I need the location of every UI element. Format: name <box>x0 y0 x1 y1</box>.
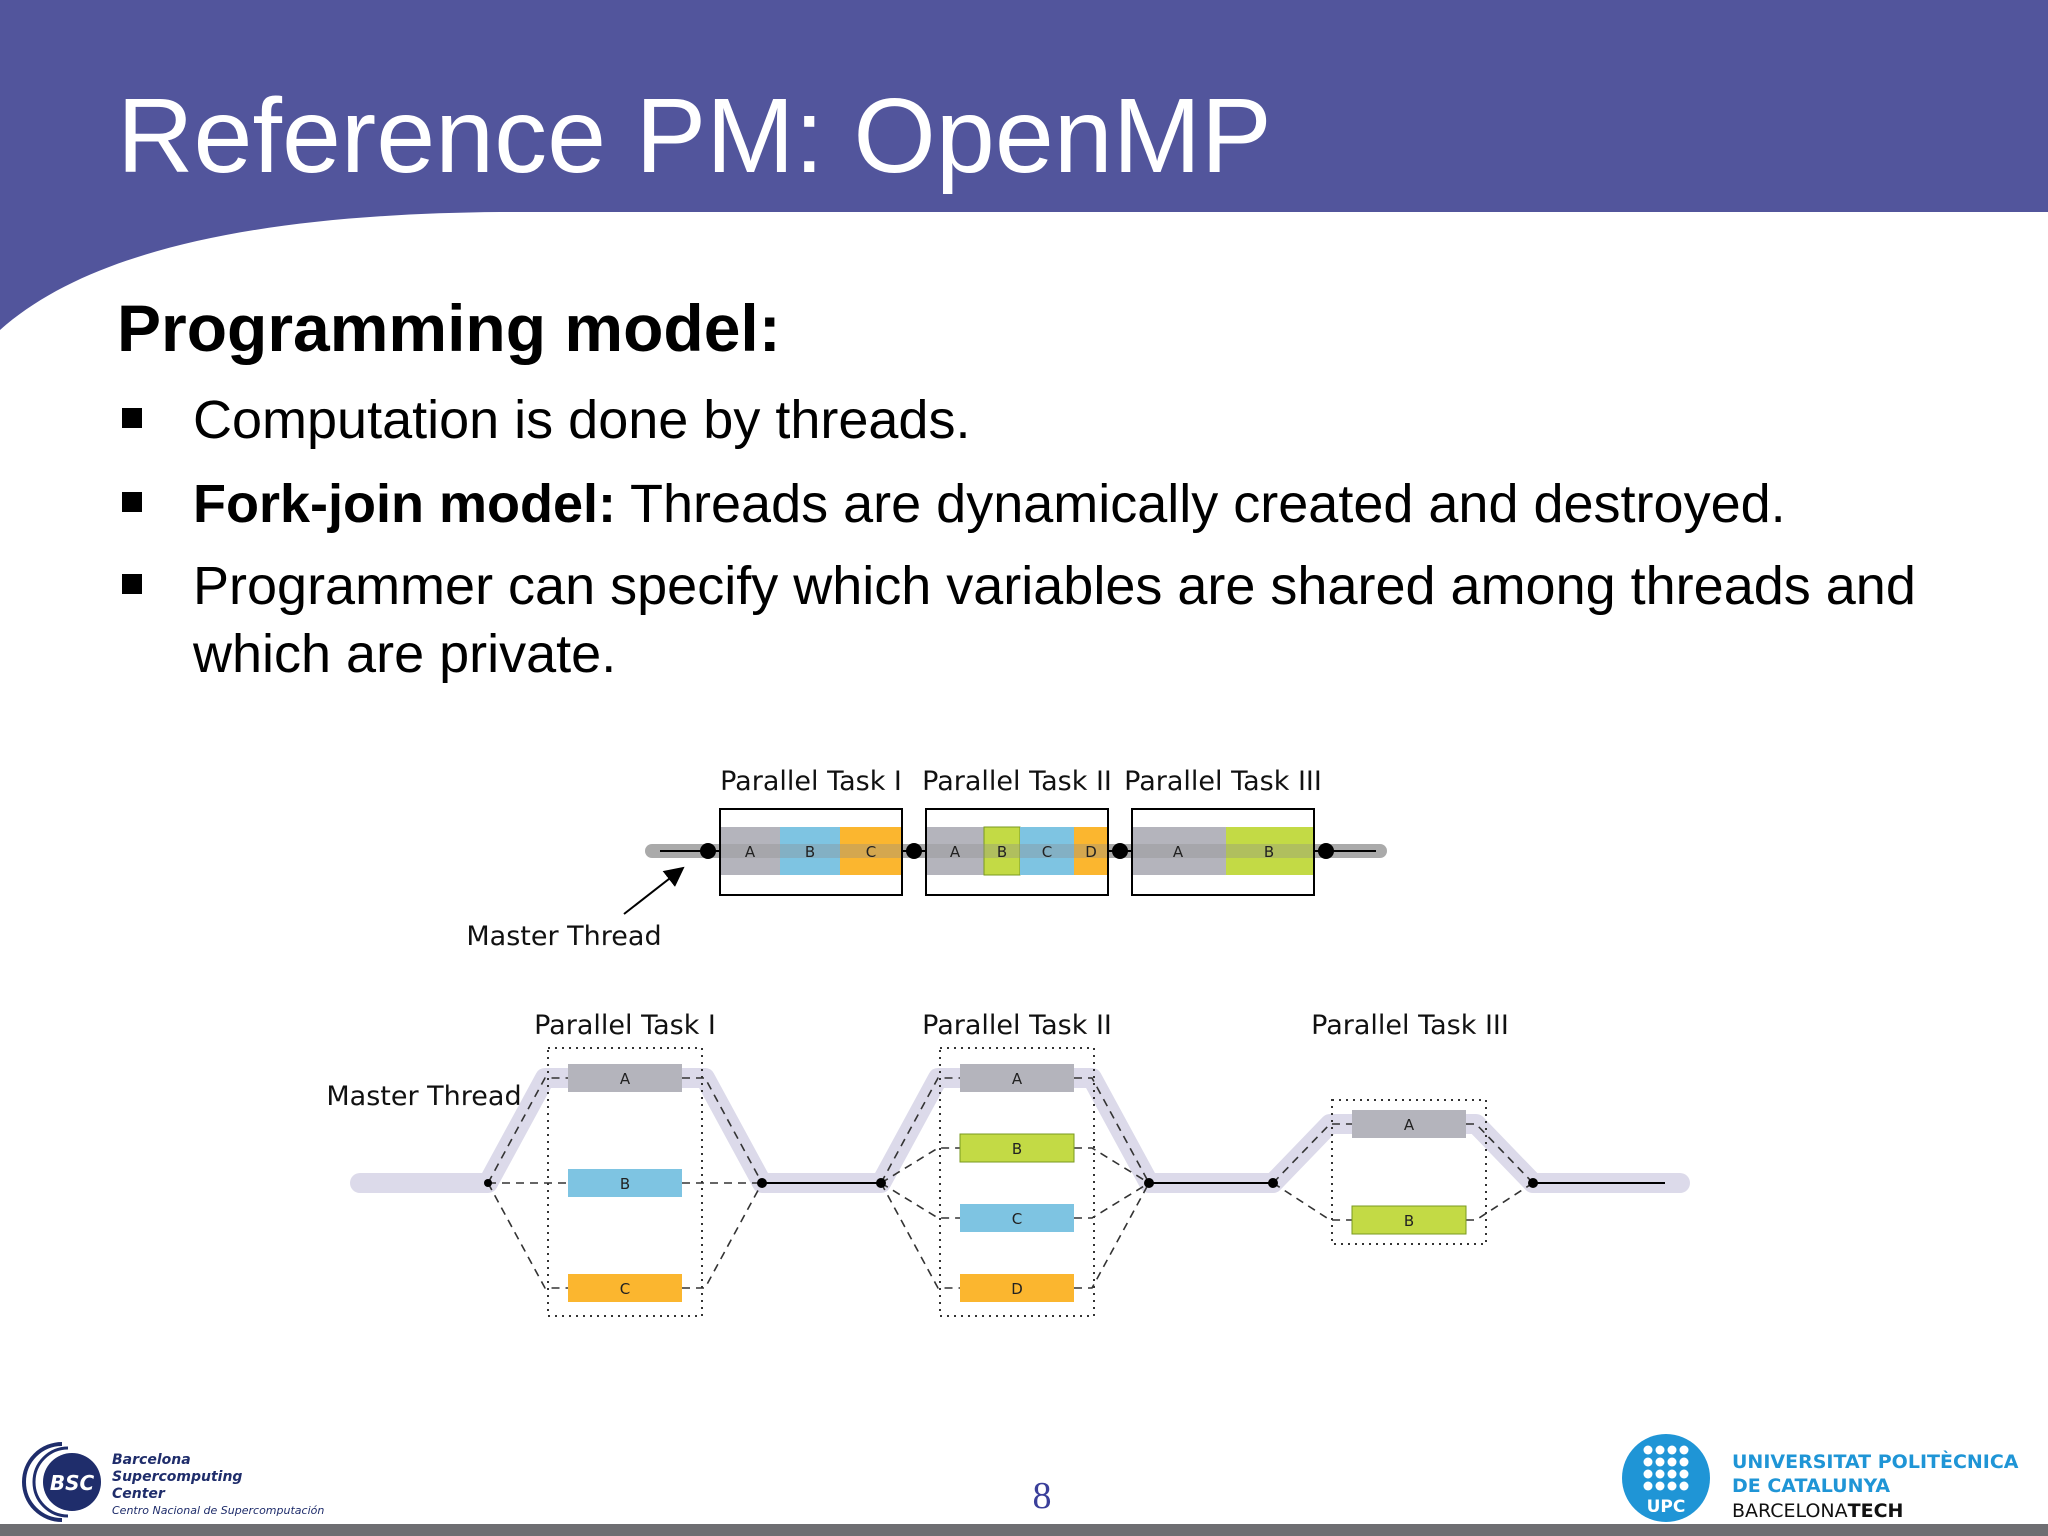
segment-label: C <box>866 843 876 861</box>
segment-label: A <box>950 843 961 861</box>
section-heading: Programming model: <box>117 291 781 365</box>
bottom-task-3: A B <box>1272 1099 1534 1245</box>
thread-label: A <box>620 1070 631 1088</box>
fork-join-diagram: A B C A B C D A B Parallel Ta <box>326 766 1690 1317</box>
footer-bar <box>0 1524 2048 1536</box>
segment-label: C <box>1042 843 1052 861</box>
slide-title: Reference PM: OpenMP <box>117 77 1272 195</box>
segment-label: A <box>745 843 756 861</box>
bsc-name-line: Supercomputing <box>112 1469 242 1485</box>
upc-tagline: BARCELONA <box>1732 1500 1848 1522</box>
bottom-task-2: A B C D <box>880 1047 1150 1317</box>
master-thread-label: Master Thread <box>326 1081 521 1112</box>
bsc-name-line: Barcelona <box>112 1452 191 1468</box>
bullet-square-icon <box>122 574 142 594</box>
page-number: 8 <box>1032 1475 1052 1517</box>
segment-label: A <box>1173 843 1184 861</box>
task-label: Parallel Task I <box>534 1010 716 1041</box>
bullet-square-icon <box>122 492 142 512</box>
bsc-name-line: Center <box>112 1486 166 1502</box>
thread-label: C <box>620 1280 630 1298</box>
master-thread-label: Master Thread <box>466 921 661 952</box>
task-label: Parallel Task II <box>922 1010 1112 1041</box>
bullet-square-icon <box>122 408 142 428</box>
bsc-logo: BSC Barcelona Supercomputing Center Cent… <box>22 1442 324 1522</box>
thread-label: B <box>620 1175 630 1193</box>
segment-label: B <box>805 843 815 861</box>
upc-name-line: UNIVERSITAT POLITÈCNICA <box>1732 1450 2019 1473</box>
thread-label: C <box>1012 1210 1022 1228</box>
task-label: Parallel Task III <box>1311 1010 1509 1041</box>
task-label: Parallel Task III <box>1124 766 1322 797</box>
bullet-item: Fork-join model: Threads are dynamically… <box>120 470 2000 538</box>
segment-label: B <box>1264 843 1274 861</box>
bsc-badge-text: BSC <box>50 1471 95 1495</box>
thread-label: B <box>1012 1140 1022 1158</box>
sequential-diagram: A B C A B C D A B Parallel Ta <box>466 766 1387 952</box>
bullet-item: Computation is done by threads. <box>120 386 2000 454</box>
fork-join-detail: A B C A B C D A B <box>326 1010 1690 1317</box>
task-label: Parallel Task I <box>720 766 902 797</box>
bullet-item: Programmer can specify which variables a… <box>120 552 2000 688</box>
upc-tagline-bold: TECH <box>1848 1500 1904 1522</box>
thread-label: D <box>1011 1280 1023 1298</box>
thread-label: A <box>1012 1070 1023 1088</box>
upc-name-line: DE CATALUNYA <box>1732 1475 1890 1497</box>
segment-label: D <box>1085 843 1097 861</box>
thread-label: B <box>1404 1212 1414 1230</box>
top-task-3: A B <box>1131 808 1315 896</box>
upc-badge-text: UPC <box>1647 1497 1686 1517</box>
upc-logo: UPC UNIVERSITAT POLITÈCNICA DE CATALUNYA… <box>1622 1434 2019 1522</box>
bottom-task-1: A B C <box>487 1047 763 1317</box>
header-band <box>0 0 2048 330</box>
svg-text:BARCELONATECH: BARCELONATECH <box>1732 1500 1903 1522</box>
bsc-subtitle: Centro Nacional de Supercomputación <box>112 1504 324 1517</box>
thread-label: A <box>1404 1116 1415 1134</box>
top-task-2: A B C D <box>925 808 1109 896</box>
segment-label: B <box>997 843 1007 861</box>
task-label: Parallel Task II <box>922 766 1112 797</box>
top-task-1: A B C <box>719 808 903 896</box>
